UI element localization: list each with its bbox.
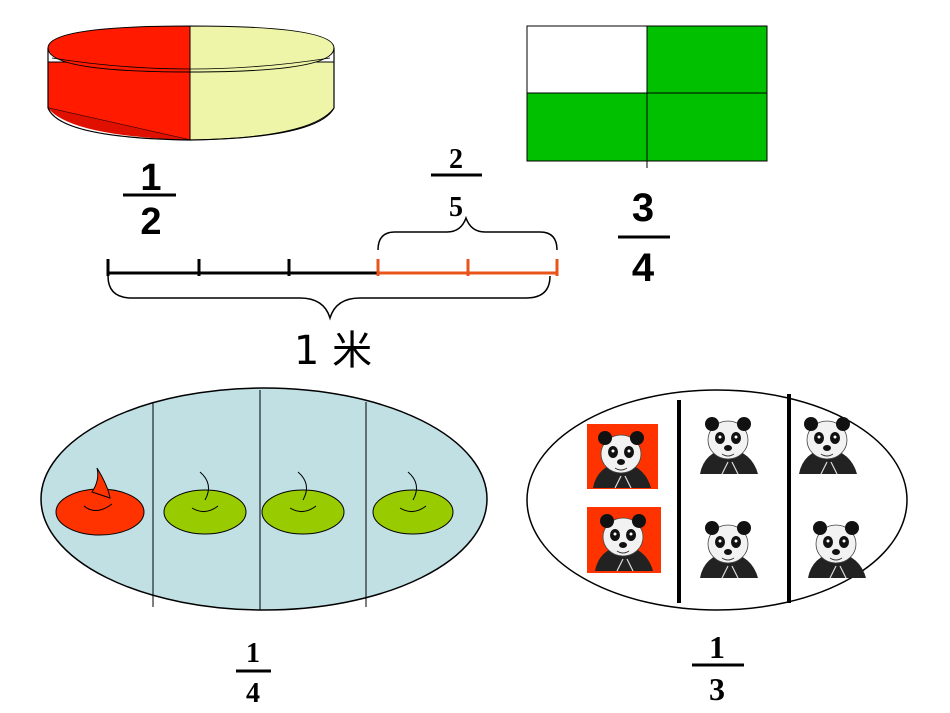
pond-with-leaves (40, 387, 488, 611)
fraction-segment: 2 5 (431, 144, 482, 223)
numerator: 1 (246, 638, 260, 669)
numerator: 2 (449, 144, 463, 175)
panda-highlighted (587, 424, 658, 489)
fraction-leaves: 1 4 (236, 638, 271, 709)
cylinder-bottom-outline (47, 107, 335, 141)
numerator: 1 (709, 629, 725, 665)
cylinder-bottom-left-red (48, 108, 190, 140)
quarter-grid-rectangle (526, 25, 768, 168)
leaf-green (163, 471, 247, 535)
rect-quarter-top-right (646, 25, 768, 94)
denominator: 4 (246, 678, 260, 709)
denominator: 3 (709, 671, 725, 707)
upper-brace (377, 215, 558, 251)
rect-quarter-bottom-right (646, 92, 768, 162)
leaf-green (261, 471, 345, 535)
meter-ruler: 1 米 (106, 215, 559, 374)
cylinder-top-ridge (51, 57, 331, 70)
denominator: 2 (140, 201, 161, 243)
leaf-red (55, 467, 145, 536)
cylinder-side-right-pale (189, 61, 335, 141)
panda-group (526, 389, 908, 611)
fraction-pandas: 1 3 (692, 629, 744, 707)
panda-highlighted (587, 507, 661, 573)
rect-quarter-top-left (526, 25, 648, 94)
numerator: 3 (632, 186, 654, 230)
denominator: 5 (449, 192, 463, 223)
half-shaded-cylinder (47, 25, 335, 141)
ruler-length-label: 1 米 (294, 328, 372, 374)
rect-quarter-bottom-left (526, 92, 648, 162)
fraction-cylinder: 1 2 (123, 157, 176, 243)
lower-brace (107, 275, 551, 321)
numerator: 1 (140, 157, 161, 199)
fraction-rectangle: 3 4 (618, 186, 670, 290)
denominator: 4 (632, 246, 655, 290)
leaf-green (372, 471, 454, 535)
